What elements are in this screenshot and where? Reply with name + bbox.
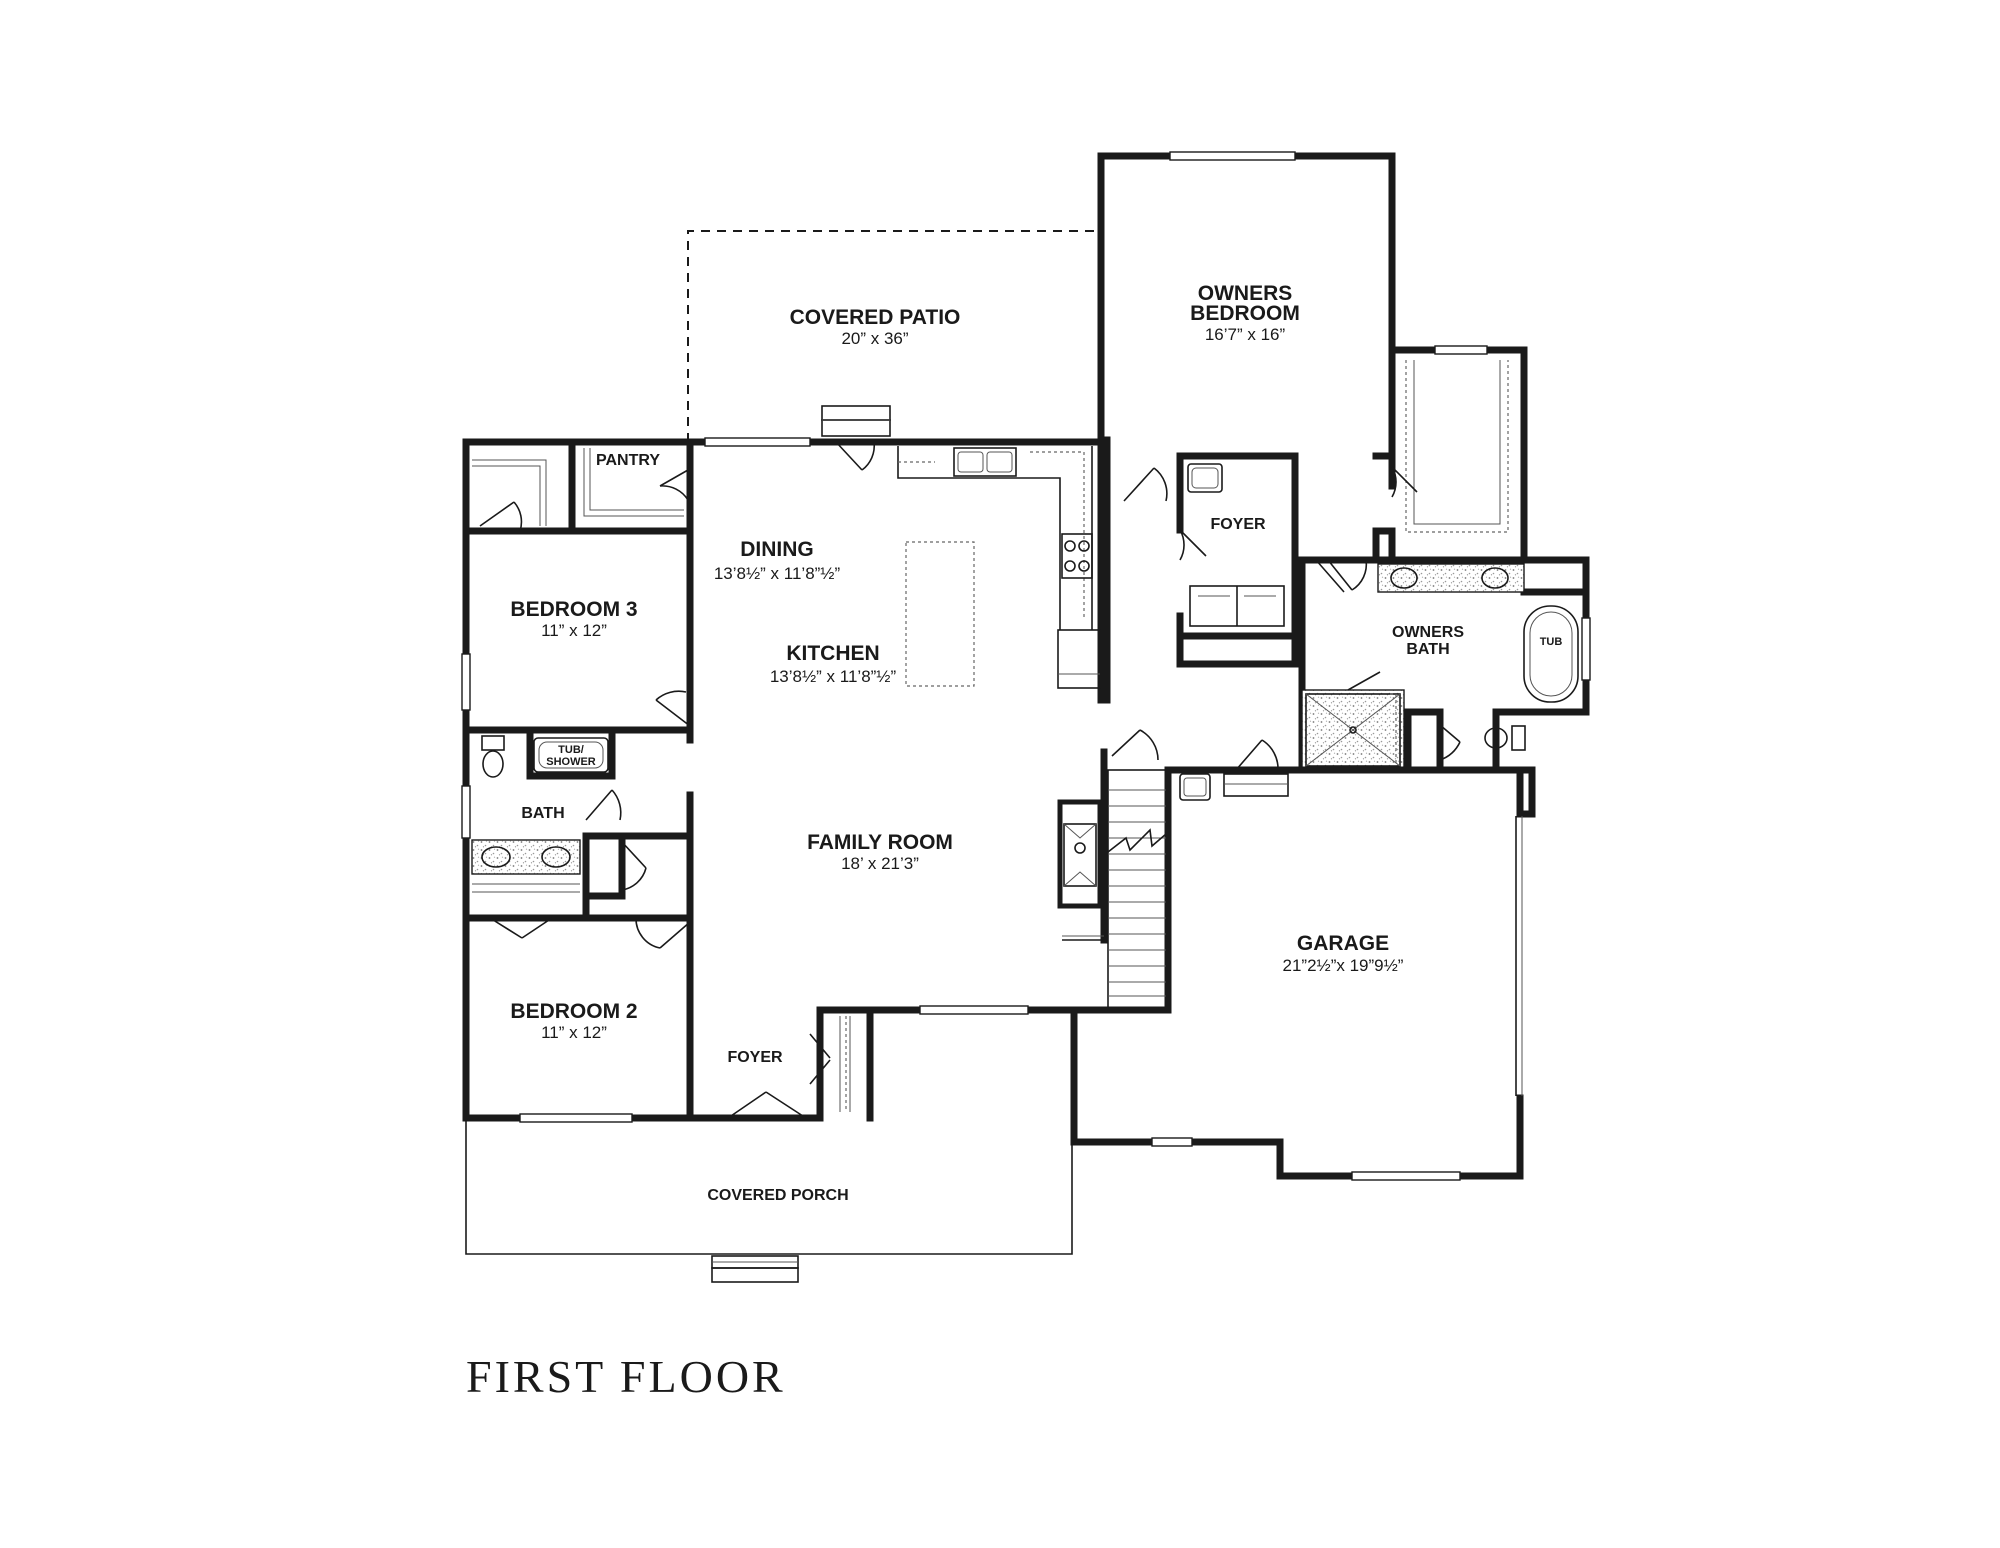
sink xyxy=(541,846,571,868)
kitchen-sink xyxy=(953,447,1017,477)
dining-label: DINING xyxy=(740,538,814,561)
family-room-label: FAMILY ROOM xyxy=(807,831,953,854)
kitchen-island xyxy=(905,541,975,687)
door-swing xyxy=(479,501,523,532)
covered-patio-outline xyxy=(687,230,1100,442)
closet-shelf xyxy=(472,459,547,526)
door-swing xyxy=(1327,559,1368,591)
window xyxy=(1581,617,1591,681)
door-swing xyxy=(585,789,622,821)
door-swing xyxy=(1235,739,1279,771)
window xyxy=(1434,345,1488,355)
staircase xyxy=(1107,769,1167,1011)
dining-dims: 13’8½” x 11’8”½” xyxy=(714,564,841,583)
window xyxy=(461,785,471,839)
owners-bedroom-label: BEDROOM xyxy=(1190,302,1300,325)
floor-title: FIRST FLOOR xyxy=(466,1351,786,1402)
bath-vanity xyxy=(471,839,581,875)
owners-bedroom-label: OWNERS xyxy=(1198,282,1293,305)
family-room-dims: 18’ x 21’3” xyxy=(841,854,919,873)
door-swing xyxy=(655,690,691,727)
window xyxy=(1351,1171,1461,1181)
closet-doors xyxy=(809,1033,831,1085)
water-heater xyxy=(1179,773,1211,801)
door-swing xyxy=(1439,724,1461,761)
toilet xyxy=(1484,727,1508,749)
window xyxy=(1169,151,1296,161)
foyer-lower-label: FOYER xyxy=(727,1049,783,1066)
door-swing xyxy=(1179,529,1207,561)
door-swing xyxy=(1111,729,1159,761)
owners-wing-walls xyxy=(1097,152,1528,704)
owners-bath-walls xyxy=(1298,556,1590,818)
fireplace xyxy=(1057,799,1103,909)
door-swing xyxy=(659,469,689,501)
pantry-shelf xyxy=(583,448,684,517)
bedroom3-dims: 11” x 12” xyxy=(541,621,607,640)
owners-bath-label: OWNERS xyxy=(1392,624,1464,641)
entry-door xyxy=(727,1091,807,1119)
tub-shower-label: TUB/ xyxy=(558,744,584,756)
foyer-upper-walls xyxy=(1176,452,1299,668)
door-swing xyxy=(1391,466,1418,498)
refrigerator xyxy=(1057,629,1101,689)
door-swing xyxy=(835,441,876,471)
kitchen-label: KITCHEN xyxy=(786,642,879,665)
toilet xyxy=(482,750,504,778)
window xyxy=(1151,1137,1193,1147)
covered-porch-outline xyxy=(465,1118,1073,1255)
window xyxy=(519,1113,633,1123)
door-swing xyxy=(1123,467,1168,502)
foyer-upper-label: FOYER xyxy=(1210,516,1266,533)
pantry-label: PANTRY xyxy=(596,452,660,469)
sink xyxy=(481,846,511,868)
garage-dims: 21”2½”x 19”9½” xyxy=(1283,956,1404,975)
owners-bath-label: BATH xyxy=(1406,641,1449,658)
window xyxy=(461,653,471,711)
kitchen-dims: 13’8½” x 11’8”½” xyxy=(770,667,897,686)
covered-patio-dims: 20” x 36” xyxy=(841,329,908,348)
door-swing xyxy=(635,917,691,949)
toilet-tank xyxy=(481,735,505,751)
bathtub xyxy=(1523,605,1579,703)
sink xyxy=(1390,567,1418,589)
shower-door xyxy=(1347,671,1381,691)
utility-sink xyxy=(1187,463,1223,493)
bedroom2-dims: 11” x 12” xyxy=(541,1023,607,1042)
garage-steps xyxy=(1223,773,1289,797)
window xyxy=(919,1005,1029,1015)
bedroom3-label: BEDROOM 3 xyxy=(510,598,637,621)
door-leaf xyxy=(1315,559,1345,593)
covered-patio-label: COVERED PATIO xyxy=(790,306,961,329)
bath-label: BATH xyxy=(521,805,564,822)
sink xyxy=(1481,567,1509,589)
closet-rod xyxy=(1413,360,1501,525)
window xyxy=(704,437,811,447)
patio-grill xyxy=(821,405,891,421)
covered-porch-label: COVERED PORCH xyxy=(707,1187,848,1204)
toilet-tank xyxy=(1511,725,1526,751)
kitchen-counter xyxy=(897,446,1061,630)
garage-label: GARAGE xyxy=(1297,932,1389,955)
tub-shower-label: SHOWER xyxy=(546,756,596,768)
closet-shelf xyxy=(1405,360,1509,533)
porch-step xyxy=(711,1267,799,1283)
tub-label: TUB xyxy=(1540,636,1563,648)
door-swing xyxy=(621,841,647,891)
bedroom2-label: BEDROOM 2 xyxy=(510,1000,637,1023)
cooktop xyxy=(1061,533,1093,579)
owners-bedroom-dims: 16’7” x 16” xyxy=(1205,325,1286,344)
tub-shower xyxy=(533,737,609,773)
closet-doors xyxy=(489,917,553,939)
